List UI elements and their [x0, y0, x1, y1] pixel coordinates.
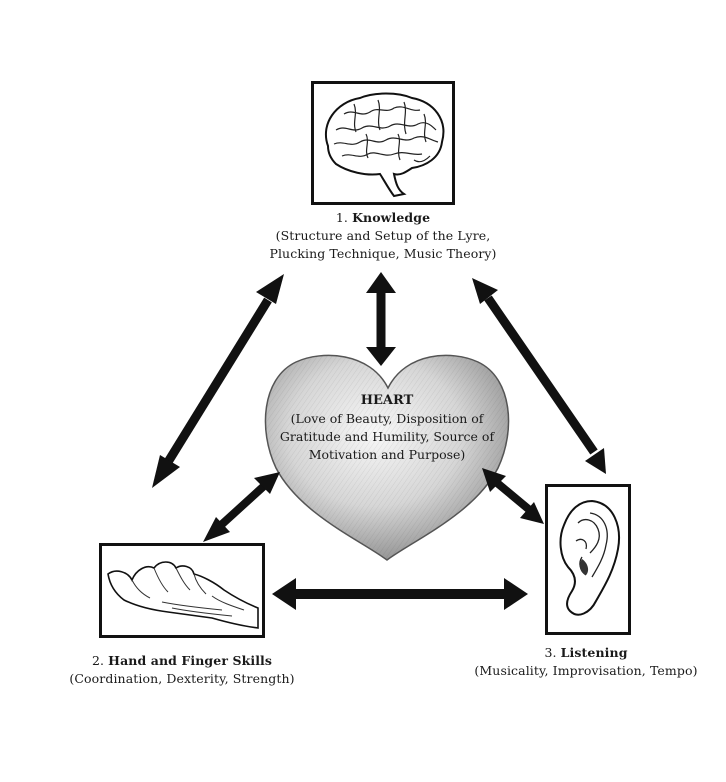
knowledge-desc-line2: Plucking Technique, Music Theory)	[269, 246, 497, 261]
brain-frame	[311, 81, 455, 205]
listening-desc: (Musicality, Improvisation, Tempo)	[474, 663, 698, 678]
hand-frame	[99, 543, 265, 638]
knowledge-heading: 1. Knowledge	[248, 209, 518, 227]
knowledge-number: 1.	[335, 210, 348, 225]
hand-number: 2.	[91, 653, 105, 668]
arrow-heart-hand	[203, 472, 280, 542]
arrow-knowledge-hand	[152, 274, 284, 488]
knowledge-title: Knowledge	[352, 210, 431, 225]
knowledge-label: 1. Knowledge (Structure and Setup of the…	[248, 209, 518, 263]
heart-text: HEART (Love of Beauty, Disposition of Gr…	[278, 392, 496, 464]
heart-icon	[264, 354, 510, 561]
knowledge-desc-line1: (Structure and Setup of the Lyre,	[275, 228, 491, 243]
listening-number: 3.	[544, 645, 557, 660]
heart-desc-line2: Gratitude and Humility, Source of	[279, 429, 495, 444]
arrows	[152, 272, 606, 610]
ear-frame	[545, 484, 631, 635]
hand-label: 2. Hand and Finger Skills (Coordination,…	[46, 652, 318, 688]
heart-desc-line1: (Love of Beauty, Disposition of	[290, 411, 484, 426]
arrow-knowledge-ear	[472, 278, 606, 474]
arrow-knowledge-heart	[366, 272, 396, 366]
hand-icon	[107, 561, 259, 629]
hand-desc: (Coordination, Dexterity, Strength)	[69, 671, 295, 686]
brain-icon	[325, 92, 445, 198]
listening-label: 3. Listening (Musicality, Improvisation,…	[470, 644, 702, 680]
ear-icon	[559, 499, 620, 616]
heart-desc-line3: Motivation and Purpose)	[308, 447, 466, 462]
listening-heading: 3. Listening	[470, 644, 702, 662]
arrow-heart-ear	[482, 468, 544, 524]
arrow-hand-ear	[272, 578, 528, 610]
heart-title: HEART	[360, 393, 414, 408]
hand-heading: 2. Hand and Finger Skills	[46, 652, 318, 670]
hand-title: Hand and Finger Skills	[108, 653, 273, 668]
listening-title: Listening	[560, 645, 628, 660]
